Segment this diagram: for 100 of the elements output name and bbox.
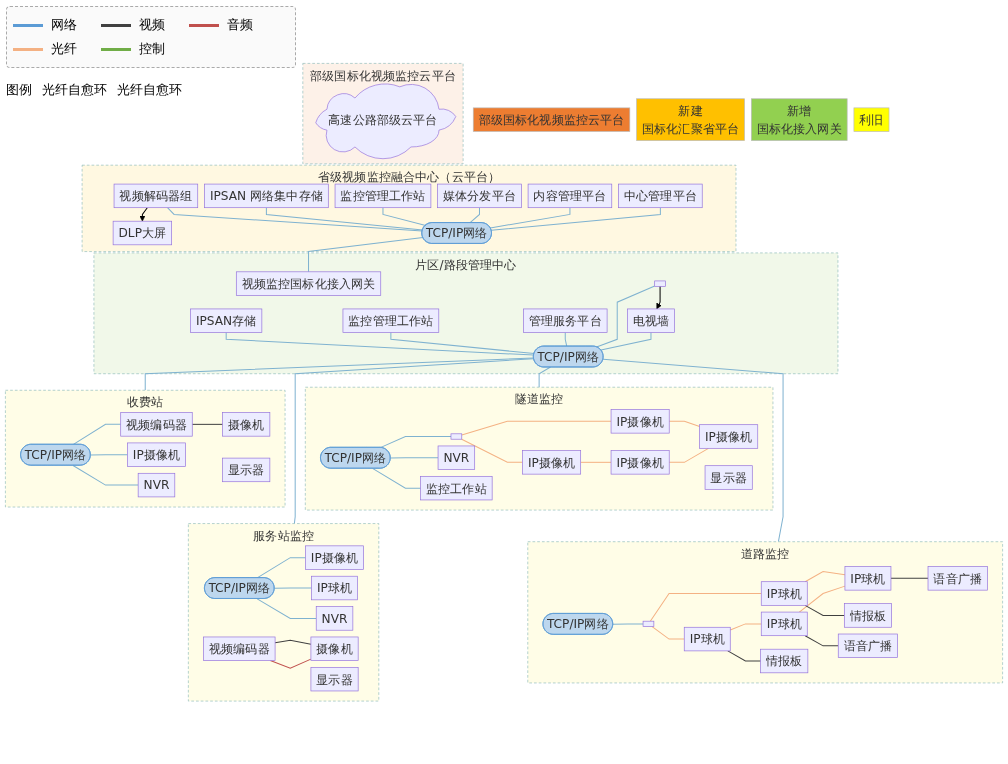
- device-box: 情报板: [760, 648, 809, 673]
- connector-line: [144, 357, 534, 391]
- arrow: [139, 206, 148, 222]
- device-box: IP摄像机: [305, 545, 364, 570]
- device-box: 电视墙: [627, 308, 675, 333]
- device-box: 监控管理工作站: [334, 183, 432, 208]
- device-box: 摄像机: [222, 411, 271, 437]
- device-box: 管理服务平台: [523, 308, 608, 333]
- device-box: IP摄像机: [610, 449, 670, 475]
- connector-line: [489, 206, 571, 229]
- device-box: 部级国标化视频监控云平台: [472, 107, 631, 132]
- device-box: 语音广播: [927, 565, 988, 591]
- connector-line: [274, 639, 312, 645]
- device-box: 内容管理平台: [527, 183, 613, 208]
- connector-line: [274, 587, 313, 589]
- device-box: NVR: [315, 606, 354, 631]
- device-box: 语音广播: [837, 633, 898, 658]
- arrow: [656, 285, 662, 309]
- device-box: 媒体分发平台: [437, 183, 522, 208]
- device-box: 显示器: [310, 666, 359, 692]
- connector-line: [649, 592, 762, 622]
- connector-line: [580, 461, 612, 463]
- connector-line: [727, 650, 762, 662]
- device-box: DLP大屏: [112, 220, 172, 245]
- connector-line: [390, 331, 535, 354]
- device-box: IPSAN 网络集中存储: [204, 183, 329, 208]
- device-box: IP球机: [760, 581, 808, 606]
- connector-line: [798, 585, 846, 613]
- connector-line: [225, 331, 535, 356]
- device-box: 视频编码器: [203, 636, 276, 661]
- device-box: [450, 433, 463, 440]
- device-box: 情报板: [844, 603, 892, 628]
- connector-line: [379, 435, 452, 448]
- device-box: 中心管理平台: [618, 183, 703, 208]
- connector-line: [461, 438, 524, 463]
- network-bus: TCP/IP网络: [533, 345, 604, 368]
- device-box: 监控管理工作站: [342, 308, 440, 333]
- device-box: NVR: [137, 472, 176, 497]
- connector-line: [72, 464, 139, 486]
- connector-line: [90, 453, 128, 456]
- device-box: IP球机: [844, 565, 892, 591]
- device-box: [642, 620, 655, 627]
- connector-line: [804, 634, 839, 647]
- connector-line: [596, 285, 656, 348]
- connector-line: [256, 598, 317, 619]
- connector-line: [72, 423, 122, 445]
- device-box: IP摄像机: [127, 442, 186, 467]
- connector-line: [256, 556, 306, 579]
- connector-line: [390, 457, 439, 459]
- connector-line: [668, 447, 709, 463]
- network-bus: TCP/IP网络: [542, 612, 614, 635]
- device-box: 视频监控国标化接入网关: [235, 271, 382, 296]
- connector-line: [308, 236, 424, 273]
- connector-line: [804, 570, 846, 582]
- device-box: 视频编码器: [120, 411, 193, 437]
- connector-line: [600, 331, 652, 351]
- network-bus: TCP/IP网络: [320, 446, 391, 469]
- note-label: 图例: [6, 81, 32, 99]
- device-box: IP球机: [311, 575, 358, 600]
- connector-line: [166, 206, 423, 232]
- cloud-shape: 高速公路部级云平台: [315, 83, 457, 159]
- connector-line: [490, 206, 661, 231]
- device-box: 显示器: [222, 457, 271, 482]
- device-box: IP球机: [683, 626, 731, 651]
- connector-line: [461, 420, 612, 436]
- legend-text: 网络: [51, 16, 77, 34]
- legend-text: 光纤: [51, 40, 77, 58]
- connector-line: [191, 423, 224, 425]
- connector-line: [602, 358, 784, 542]
- network-bus: TCP/IP网络: [204, 577, 275, 599]
- legend-text: 控制: [139, 40, 165, 58]
- connector-line: [729, 623, 762, 631]
- legend-text: 视频: [139, 16, 165, 34]
- device-box: IP摄像机: [522, 449, 581, 475]
- device-box: 新建 国标化汇聚省平台: [636, 98, 745, 141]
- device-box: IP摄像机: [699, 424, 759, 449]
- device-box: NVR: [437, 445, 476, 470]
- device-box: 新增 国标化接入网关: [751, 98, 848, 141]
- device-box: 利旧: [853, 107, 890, 132]
- connector-line: [668, 420, 701, 427]
- connector-line: [890, 577, 929, 579]
- connector-line: [564, 331, 568, 347]
- connector-line: [804, 604, 845, 616]
- device-box: IP摄像机: [610, 408, 670, 434]
- connector-line: [612, 623, 644, 625]
- device-box: 显示器: [704, 465, 753, 490]
- note-label: 光纤自愈环: [117, 81, 182, 99]
- connector-line: [469, 206, 480, 224]
- connector-line: [538, 366, 552, 388]
- device-box: 监控工作站: [420, 475, 493, 501]
- connector-line: [372, 467, 422, 489]
- legend-text: 音频: [227, 16, 253, 34]
- connector-line: [265, 206, 424, 231]
- device-box: IP球机: [760, 611, 808, 636]
- note-label: 光纤自愈环: [42, 81, 107, 99]
- connector-line: [651, 625, 685, 640]
- network-bus: TCP/IP网络: [421, 221, 492, 244]
- device-box: [654, 280, 666, 287]
- device-box: IPSAN存储: [190, 308, 263, 333]
- device-box: 视频解码器组: [113, 183, 199, 208]
